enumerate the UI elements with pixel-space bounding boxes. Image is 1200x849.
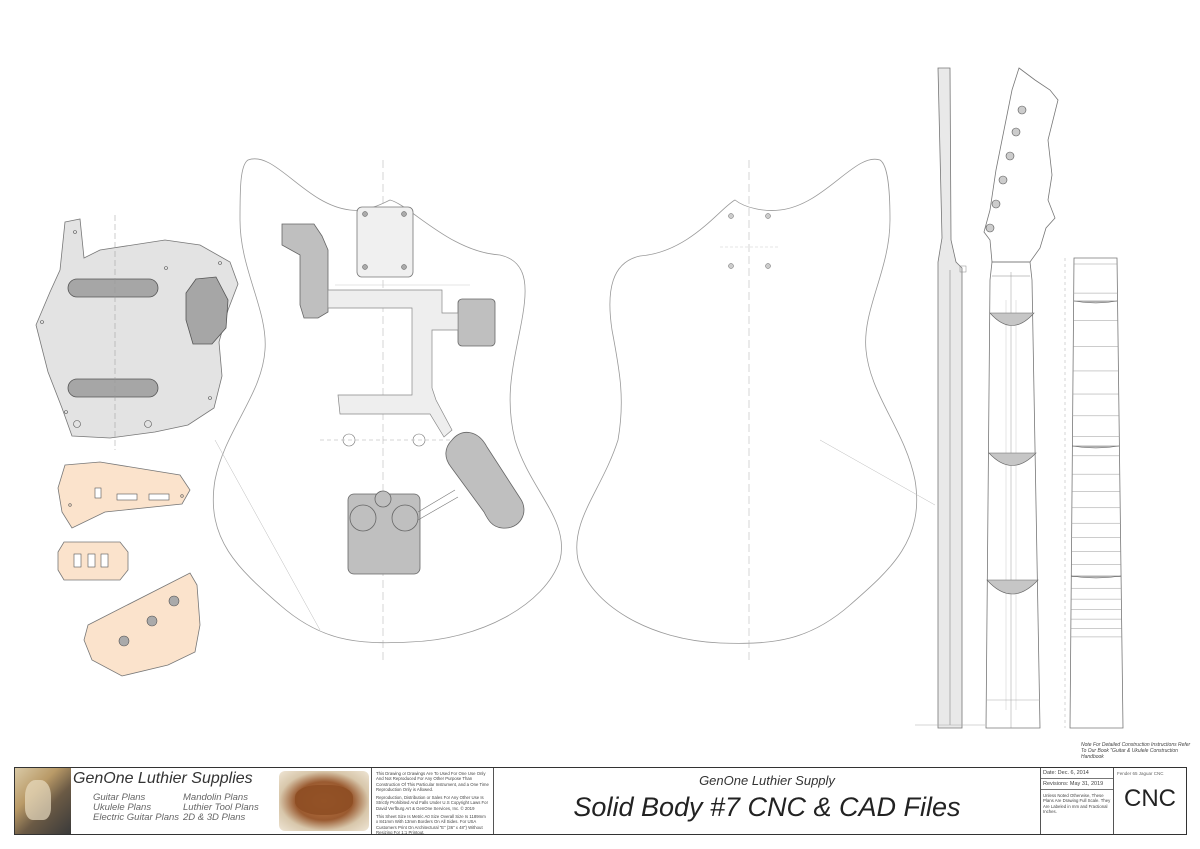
brand-list-2: Mandolin Plans Luthier Tool Plans 2D & 3… (183, 792, 259, 823)
fretboard-outline (1069, 257, 1124, 729)
revision-panel: Date: Dec. 6, 2014 Revisions: May 31, 20… (1041, 768, 1114, 834)
pickup-slot-bridge (67, 378, 159, 398)
plan-drawing (35, 67, 1124, 729)
jack-cavity (445, 432, 525, 529)
control-plates (57, 461, 201, 677)
instrument-photo (279, 771, 369, 831)
headstock-outline (983, 67, 1059, 263)
control-plate-lower (83, 572, 201, 677)
code-panel: Fender 65 Jaguar CNC CNC (1114, 768, 1186, 834)
fret-lines (1070, 263, 1122, 638)
pickup-slot-neck (67, 278, 159, 298)
control-cutout (185, 276, 229, 345)
dims-note: Unless Noted Otherwise, These Plans Are … (1043, 793, 1111, 814)
legal-notice: This Drawing or Drawings Are To Used For… (372, 768, 494, 835)
neck-front-view (983, 67, 1059, 729)
neck-outline (985, 261, 1041, 729)
company-name: GenOne Luthier Supply (699, 773, 835, 788)
neck-side-view (915, 67, 985, 729)
brand-name: GenOne Luthier Supplies (73, 770, 253, 787)
pickguard (35, 215, 239, 450)
sheet-code: CNC (1124, 785, 1176, 812)
revision: Revisions: May 31, 2019 (1041, 779, 1113, 790)
body-back (576, 158, 936, 660)
guitar-photo (15, 768, 71, 834)
body-back-outline (576, 158, 917, 644)
fretboard (1064, 257, 1124, 729)
title-block: GenOne Luthier Supplies Guitar Plans Uku… (14, 767, 1187, 835)
construction-note: Note For Detailed Construction Instructi… (1081, 742, 1191, 760)
rhythm-control-cavity (281, 223, 329, 319)
brand-panel: GenOne Luthier Supplies Guitar Plans Uku… (15, 768, 372, 834)
drawing-title: Solid Body #7 CNC & CAD Files (573, 792, 961, 822)
body-front (213, 158, 562, 660)
title-panel: GenOne Luthier Supply Solid Body #7 CNC … (494, 768, 1041, 834)
date: Date: Dec. 6, 2014 (1041, 768, 1113, 779)
file-label: Fender 65 Jaguar CNC (1117, 771, 1164, 776)
switch-cavity (457, 298, 496, 347)
brand-list-1: Guitar Plans Ukulele Plans Electric Guit… (93, 792, 180, 823)
neck-pocket (356, 206, 414, 278)
body-front-outline (213, 158, 562, 644)
